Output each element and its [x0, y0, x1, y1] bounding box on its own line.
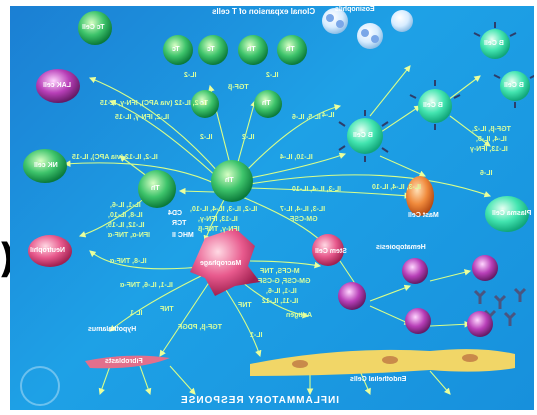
label-il8-tnf: IL-8, TNF-α: [110, 258, 147, 266]
label-il10-il4: IL-10, IL-4: [280, 154, 313, 162]
label-m-csf-3: IL-1, IL-6,: [266, 288, 297, 296]
label-gm-csf: IL-3, IL-4, IL-7: [280, 206, 325, 214]
label-hematopoiesis: Hematopoiesis: [376, 244, 426, 252]
label-il2-nk: IL-2, IL-12 (via APC), IL-15: [72, 154, 158, 162]
watermark-seal: [20, 366, 60, 406]
label-neutrophil: Neutrophil: [30, 247, 65, 255]
label-b-cell-4: B Cell: [504, 82, 524, 90]
hematopoiesis-cells: [338, 255, 498, 337]
label-b-cell-3: B Cell: [484, 40, 504, 48]
label-il2-d: IL-2: [242, 134, 254, 142]
label-tgf-pdgf: TGF-β, PDGF: [178, 324, 222, 332]
label-cd4: CD4: [168, 210, 182, 218]
label-hypothalamus: Hypothalamus: [88, 326, 136, 334]
label-il13-ifn: IL-13, IFN-γ: [470, 146, 508, 154]
label-mhc: MHC II: [172, 232, 194, 240]
label-il3-il4-il10-b: IL-3, IL-4, IL-10: [372, 184, 421, 192]
diagram-drawing: [10, 6, 534, 410]
label-il5-il6: IL-5, IL-6: [292, 114, 321, 122]
label-tc-top: Tc Cell: [82, 24, 104, 32]
label-m-csf-1: M-CFS, TNF: [260, 268, 300, 276]
label-il2-c: IL-2: [200, 134, 212, 142]
label-fibroblasts: Fibroblasts: [105, 358, 143, 366]
label-endothelial: Endothelial Cells: [350, 376, 406, 384]
label-m-csf-2: GM-CSF, G-CSF: [258, 278, 311, 286]
label-th-outputs-1: IL-2, IL-3, IL-4, IL-10,: [190, 206, 257, 214]
label-tnf-a: TNF: [160, 306, 174, 314]
label-th-mid: Th: [262, 100, 271, 108]
label-antigen: Antigen: [286, 312, 312, 320]
label-th-left-1: IL-1, IL-6,: [110, 202, 141, 210]
label-tc-1: Tc: [172, 46, 180, 54]
label-il3-il4-il10: IL-3, IL-4, IL-10: [292, 186, 341, 194]
label-tgf-il2: TGF-β, IL-2,: [472, 126, 511, 134]
label-il4-il5: IL-4, IL-5,: [476, 136, 507, 144]
label-macrophage: Macrophage: [200, 260, 241, 268]
label-il1-left: IL-1: [130, 310, 142, 318]
label-plasma: Plasma Cell: [492, 210, 531, 218]
label-tcr: TCR: [172, 220, 186, 228]
header-label: Clonal expansion of T cells: [212, 8, 315, 16]
label-il2-b: IL-2: [266, 72, 278, 80]
label-stem: Stem Cell: [315, 248, 347, 256]
label-mast: Mast Cell: [408, 212, 439, 220]
label-il1-tnf: IL-1, IL-6, TNF-α: [120, 282, 173, 290]
label-tgf-top: TGF-β: [228, 84, 249, 92]
label-m-csf-4: IL-11, IL-12: [262, 298, 298, 306]
label-il4: IL-4: [322, 112, 334, 120]
label-eosinophils: Eosinophils: [335, 6, 375, 14]
label-th-1: Th: [247, 46, 256, 54]
label-th-left: Th: [151, 185, 160, 193]
label-il2-ifn-a: IL-2, IL-12 (via APC), IFN-γ, IL-15: [100, 100, 207, 108]
cell-mast: [406, 176, 434, 216]
label-b-cell-2: B Cell: [423, 102, 443, 110]
label-th-center: Th: [225, 177, 234, 185]
label-il6-right: IL-6: [480, 170, 492, 178]
label-th-left-3: IL-12, IL-15,: [106, 222, 145, 230]
label-b-cell: B Cell: [353, 132, 373, 140]
label-th-left-4: IFN-α, TNF-α: [108, 232, 150, 240]
label-gm-csf-b: GM-CSF: [290, 216, 318, 224]
label-lak: LAK cell: [43, 82, 71, 90]
eosinophil-group: [322, 8, 413, 49]
bottom-banner: INFLAMMATORY RESPONSE: [180, 395, 339, 406]
label-tc-2: Tc: [207, 46, 215, 54]
label-th-left-2: IL-8, IL-10,: [108, 212, 143, 220]
label-th-outputs-2: IL-13, IFN-γ,: [198, 216, 238, 224]
label-tnf-b: TNF: [238, 302, 252, 310]
label-nk: NK cell: [34, 162, 58, 170]
cell-endothelial: [250, 349, 515, 376]
diagram-stage: Clonal expansion of T cells Tc Cell Tc T…: [10, 6, 534, 410]
label-il1-bottom: IL-1: [250, 332, 262, 340]
label-il2-ifn-b: IL-2, IFN-γ, IL-15: [115, 114, 169, 122]
label-th-outputs-3: IFN-γ, TNF-β: [198, 226, 240, 234]
label-th-2: Th: [286, 46, 295, 54]
label-il2-a: IL-2: [184, 72, 196, 80]
